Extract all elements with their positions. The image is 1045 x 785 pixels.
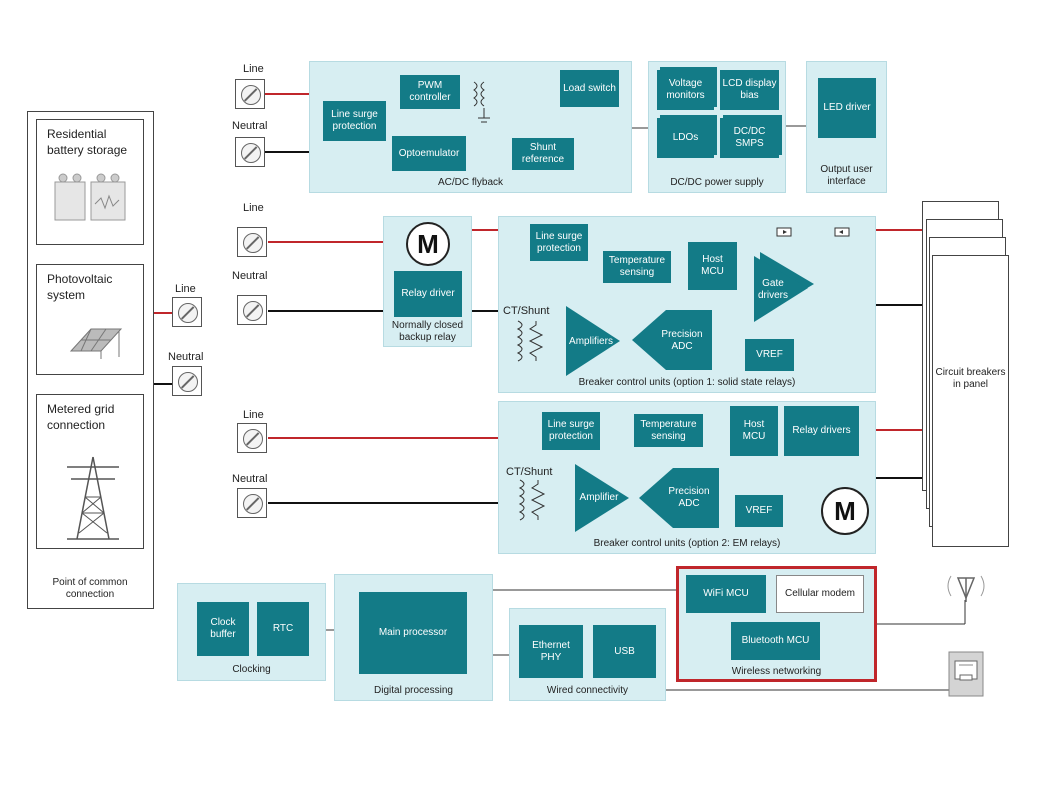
backup-relay-caption: Normally closed backup relay (391, 320, 464, 343)
bcu1-vref-block: VREF (745, 339, 794, 371)
bcu2-ct-label: CT/Shunt (506, 466, 553, 478)
bcu1-ct-shunt-icon (516, 320, 544, 362)
photovoltaic-box: Photovoltaic system (36, 264, 144, 375)
amplifiers-shape (566, 306, 620, 376)
bcu1-adc-label: Precision ADC (661, 329, 703, 352)
bcu2-host-mcu-block: Host MCU (730, 406, 778, 456)
gate-drivers-shape (754, 252, 814, 322)
dcdc-caption: DC/DC power supply (670, 177, 764, 188)
bcu2-line-surge-block: Line surge protection (542, 412, 600, 450)
cellular-modem-block: Cellular modem (776, 575, 864, 613)
usb-block: USB (593, 625, 656, 678)
acdc-line-surge-block: Line surge protection (323, 101, 386, 141)
s1-neutral-label: Neutral (232, 120, 268, 132)
relay-drivers-block: Relay drivers (784, 406, 859, 456)
amplifier-shape (575, 464, 629, 532)
transmission-tower-icon (67, 456, 119, 540)
clock-buffer-block: Clock buffer (197, 602, 249, 656)
bcu1-caption: Breaker control units (option 1: solid s… (578, 377, 796, 388)
ethernet-jack-icon (948, 651, 984, 697)
acdc-caption: AC/DC flyback (437, 177, 503, 188)
s3-neutral-terminal (237, 488, 267, 518)
bcu1-ct-label: CT/Shunt (503, 305, 550, 317)
s2-neutral-label: Neutral (232, 270, 268, 282)
mosfet-switch-icons (776, 227, 850, 237)
amplifier-label: Amplifier (579, 492, 619, 503)
pcc-line-terminal (172, 297, 202, 327)
s2-neutral-terminal (237, 295, 267, 325)
lcd-bias-block: LCD display bias (720, 70, 779, 110)
battery-storage-box: Residential battery storage (36, 119, 144, 245)
s3-line-label: Line (243, 409, 264, 421)
clocking-caption: Clocking (232, 664, 271, 675)
grid-connection-label: Metered grid connection (47, 402, 115, 432)
pcc-neutral-terminal (172, 366, 202, 396)
bcu2-adc-label: Precision ADC (668, 486, 710, 509)
dcdc-smps-block: DC/DC SMPS (720, 118, 779, 158)
s3-line-terminal (237, 423, 267, 453)
bcu2-vref-block: VREF (735, 495, 783, 527)
relay-driver-block: Relay driver (394, 271, 462, 317)
shunt-reference-block: Shunt reference (512, 138, 574, 170)
ethernet-phy-block: Ethernet PHY (519, 625, 583, 678)
photovoltaic-label: Photovoltaic system (47, 272, 113, 302)
bcu1-adc-shape (632, 310, 712, 370)
wireless-networking-caption: Wireless networking (731, 666, 822, 677)
main-processor-block: Main processor (359, 592, 467, 674)
wired-connectivity-caption: Wired connectivity (546, 685, 629, 696)
bcu1-line-surge-block: Line surge protection (530, 224, 588, 261)
voltage-monitors-block: Voltage monitors (657, 70, 714, 110)
pcc-neutral-label: Neutral (168, 351, 204, 363)
bluetooth-mcu-block: Bluetooth MCU (731, 622, 820, 660)
pcc-label: Point of common connection (52, 577, 128, 600)
gate-drivers-label: Gate drivers (757, 278, 788, 301)
bcu2-ct-shunt-icon (518, 479, 546, 521)
transformer-icon (473, 81, 490, 123)
panel-sheet-front (932, 255, 1009, 547)
s3-neutral-label: Neutral (232, 473, 268, 485)
bcu2-caption: Breaker control units (option 2: EM rela… (593, 538, 781, 549)
pwm-controller-block: PWM controller (400, 75, 460, 109)
pcc-line-label: Line (175, 283, 196, 295)
battery-icon (54, 173, 126, 221)
ldos-block: LDOs (657, 118, 714, 158)
antenna-icon (947, 575, 985, 602)
s1-neutral-terminal (235, 137, 265, 167)
grid-connection-box: Metered grid connection (36, 394, 144, 549)
battery-storage-label: Residential battery storage (47, 127, 128, 157)
bcu2-temp-block: Temperature sensing (634, 414, 703, 447)
s2-line-terminal (237, 227, 267, 257)
load-switch-block: Load switch (560, 70, 619, 107)
digital-processing-caption: Digital processing (374, 685, 453, 696)
bcu1-temp-block: Temperature sensing (603, 251, 671, 283)
bcu2-adc-shape (639, 468, 719, 528)
relay-motor-icon: M (406, 222, 450, 266)
output-ui-caption: Output user interface (820, 164, 873, 187)
wifi-mcu-block: WiFi MCU (686, 575, 766, 613)
s1-line-label: Line (243, 63, 264, 75)
optoemulator-block: Optoemulator (392, 136, 466, 171)
bcu1-host-mcu-block: Host MCU (688, 242, 737, 290)
bcu2-motor-icon: M (821, 487, 869, 535)
amplifiers-label: Amplifiers (569, 336, 613, 347)
rtc-block: RTC (257, 602, 309, 656)
led-driver-block: LED driver (818, 78, 876, 138)
s1-line-terminal (235, 79, 265, 109)
solar-panel-icon (69, 328, 123, 359)
circuit-breakers-label: Circuit breakers in panel (935, 367, 1006, 390)
s2-line-label: Line (243, 202, 264, 214)
